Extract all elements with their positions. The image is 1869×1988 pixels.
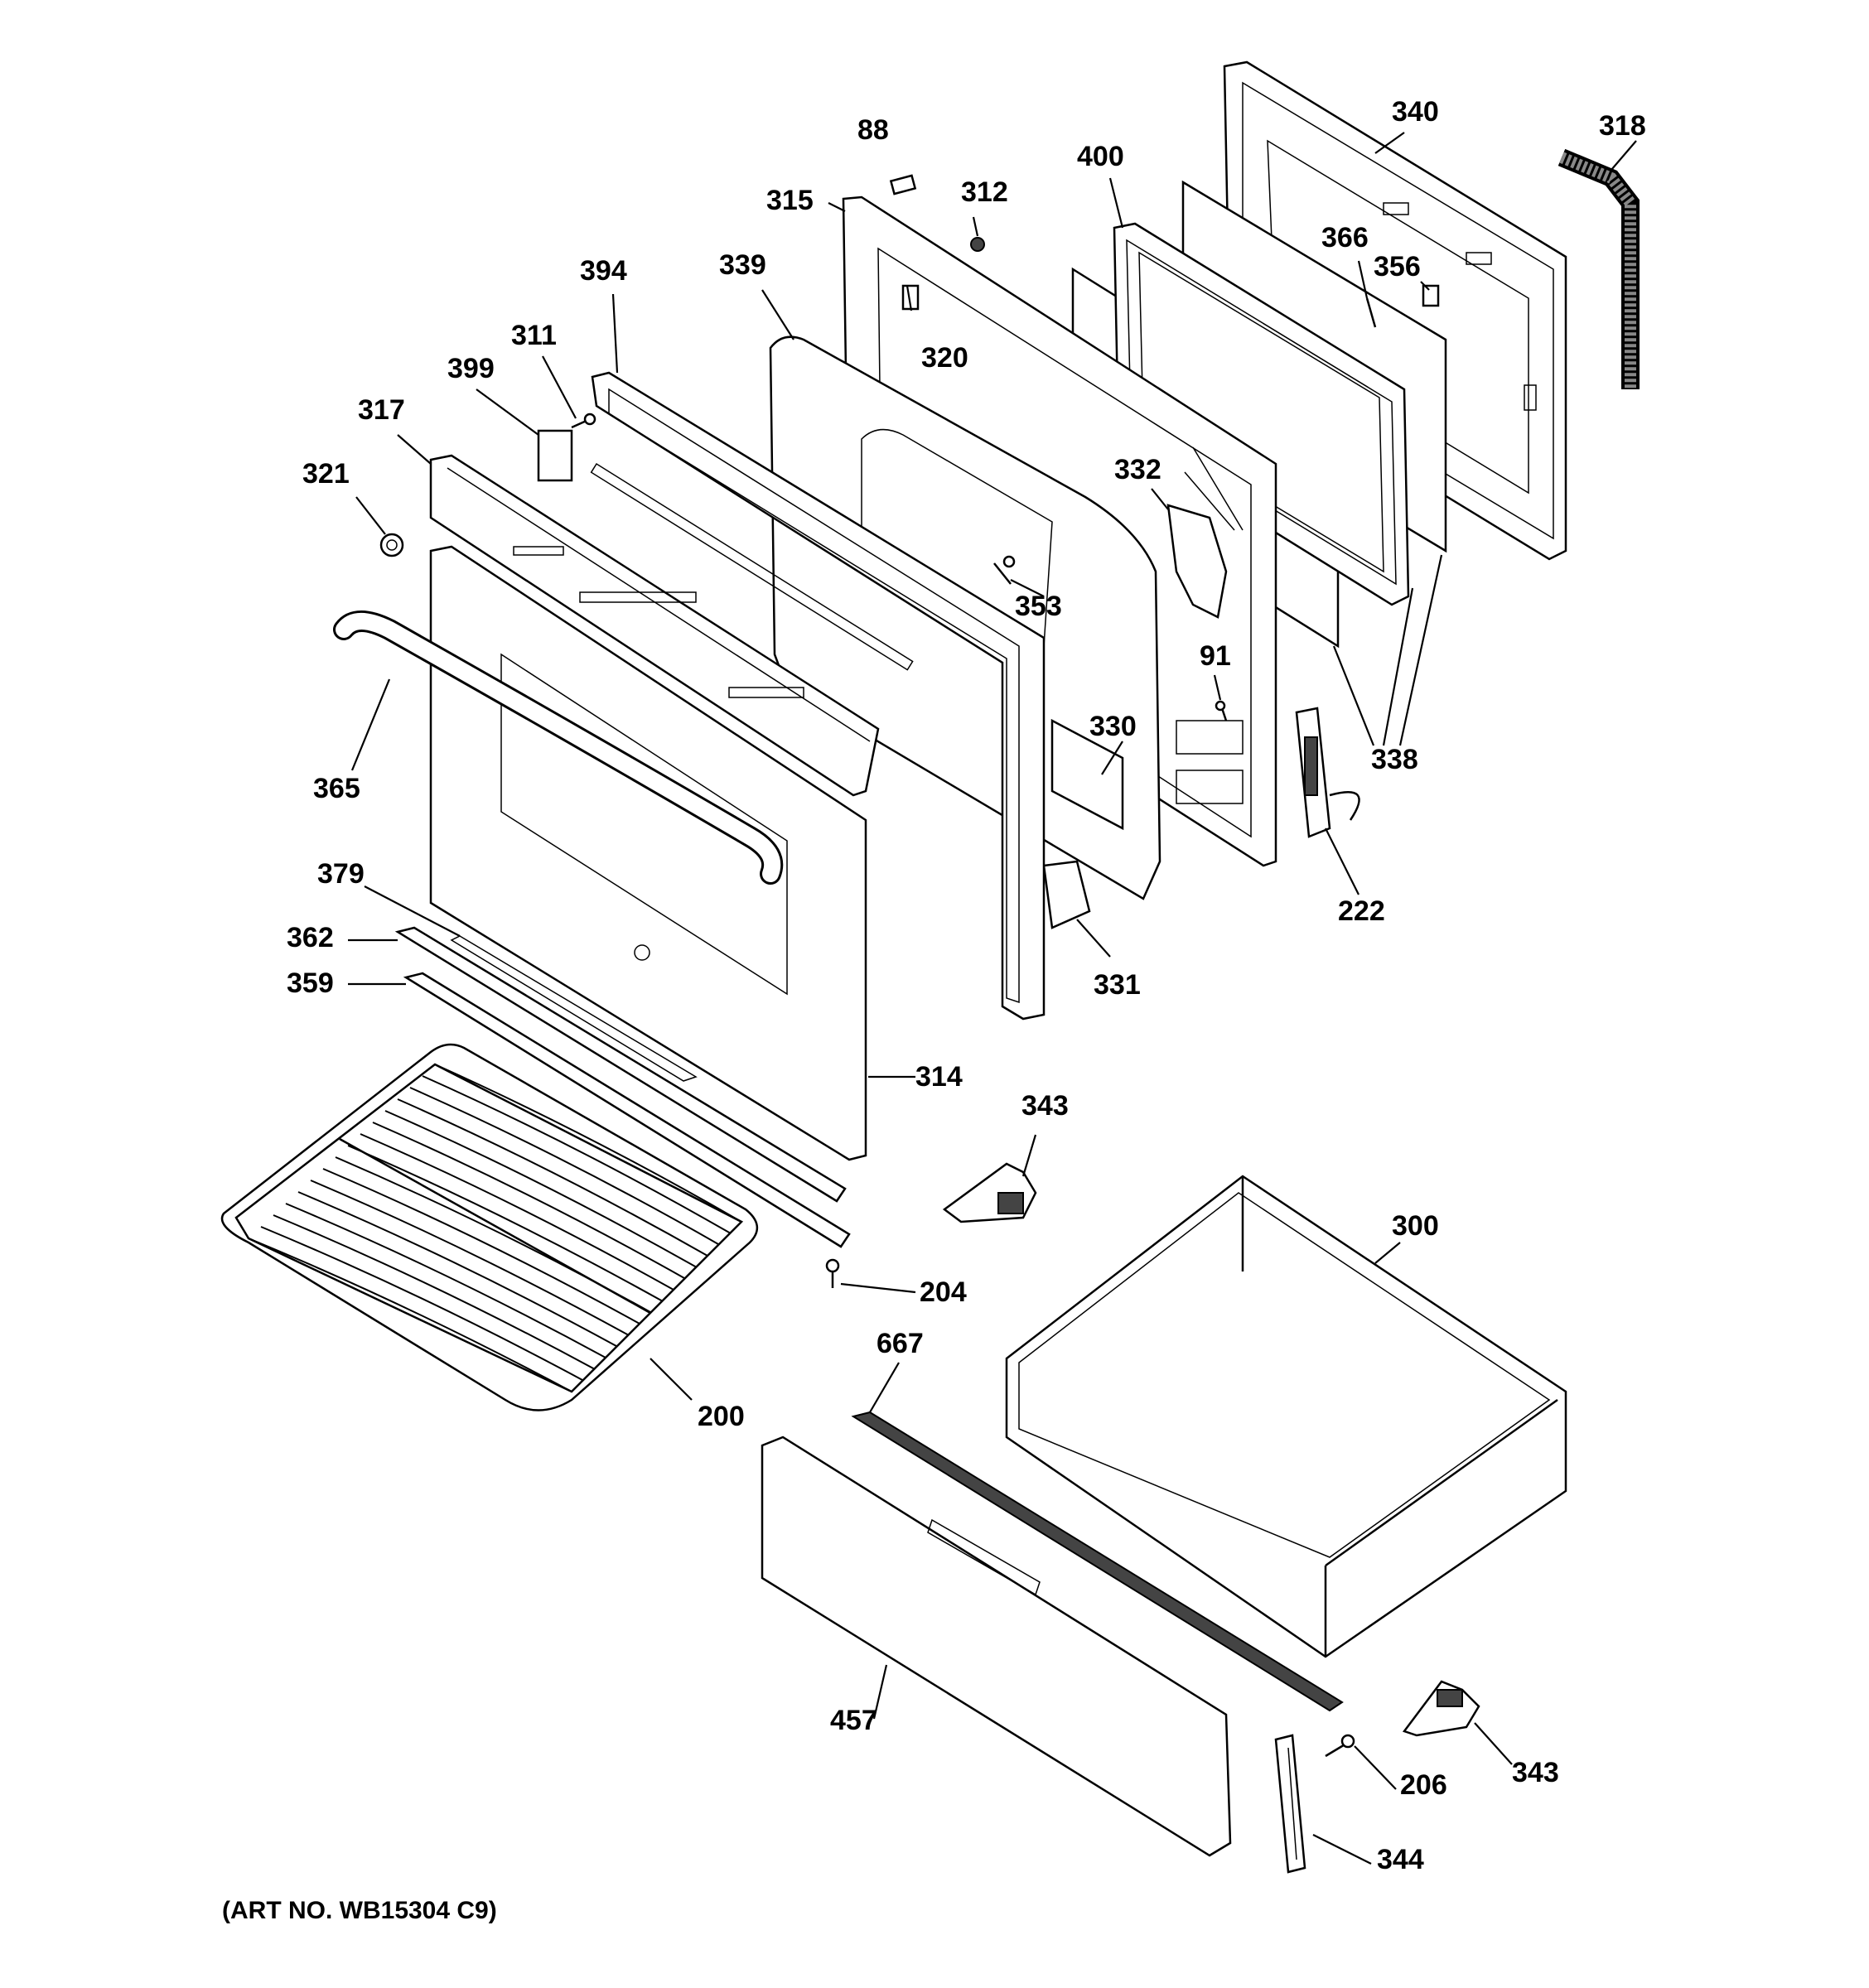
part-91-screw	[1215, 700, 1228, 721]
rack-wire	[297, 1191, 618, 1348]
rack-wire	[409, 1087, 720, 1246]
rack-wire	[397, 1098, 708, 1257]
callout-200: 200	[698, 1401, 745, 1432]
rack-wires	[248, 1064, 742, 1392]
callout-356: 356	[1374, 251, 1421, 282]
callout-359: 359	[287, 967, 334, 999]
callout-206: 206	[1400, 1769, 1447, 1801]
rack-wire	[273, 1214, 595, 1370]
rack-wire	[322, 1168, 640, 1325]
callout-222: 222	[1338, 895, 1385, 927]
callout-314: 314	[915, 1061, 963, 1093]
part-362-trim-strip	[394, 926, 847, 1203]
callout-311: 311	[511, 320, 557, 351]
part-365-handle	[333, 610, 784, 885]
callout-366: 366	[1321, 222, 1369, 253]
part-312-nut	[970, 237, 985, 252]
part-332-insulation	[1166, 504, 1228, 619]
rack-wire	[372, 1122, 686, 1280]
callout-315: 315	[766, 185, 814, 216]
rack-wire	[310, 1180, 629, 1336]
callout-667: 667	[877, 1328, 924, 1359]
part-311-screw	[571, 413, 596, 429]
callout-320: 320	[921, 342, 968, 374]
callout-343-upper: 343	[1021, 1090, 1069, 1122]
part-317-vent-trim	[429, 454, 880, 797]
part-222-hinge	[1295, 707, 1360, 838]
callout-339: 339	[719, 249, 766, 281]
part-344-rail	[1274, 1734, 1306, 1874]
callout-88: 88	[857, 114, 889, 146]
part-343-slide-bracket-upper	[942, 1162, 1037, 1223]
callout-318: 318	[1599, 110, 1646, 142]
callout-331: 331	[1094, 969, 1141, 1001]
rack-wire	[285, 1203, 606, 1358]
rack-wire	[434, 1064, 742, 1223]
callout-362: 362	[287, 922, 334, 953]
callout-400: 400	[1077, 141, 1124, 172]
part-366-screw	[1365, 297, 1377, 328]
callout-338: 338	[1371, 744, 1418, 775]
part-667-seal-strip	[851, 1411, 1344, 1712]
part-300-drawer	[1005, 1175, 1567, 1658]
callout-312: 312	[961, 176, 1008, 208]
rack-wire	[384, 1110, 697, 1268]
rack-wire	[335, 1156, 652, 1314]
rack-wire	[260, 1226, 584, 1382]
callout-204: 204	[920, 1276, 967, 1308]
part-343-slide-bracket-lower	[1402, 1680, 1480, 1737]
callout-91: 91	[1200, 640, 1231, 672]
callout-394: 394	[580, 255, 627, 287]
callout-343-lower: 343	[1512, 1757, 1559, 1788]
callout-321: 321	[302, 458, 350, 490]
rack-wire	[422, 1075, 731, 1234]
part-314-door-glass	[429, 545, 867, 1161]
callout-399: 399	[447, 353, 495, 384]
leader-lines	[348, 132, 1637, 1865]
rack-wire	[347, 1145, 663, 1302]
part-353-screw	[993, 555, 1016, 585]
callout-330: 330	[1089, 711, 1137, 742]
callout-353: 353	[1015, 591, 1062, 622]
part-399-bracket	[537, 429, 914, 671]
part-359-trim-strip	[403, 972, 851, 1248]
part-88-label	[889, 174, 917, 195]
rack-wire	[360, 1133, 674, 1291]
part-457-drawer-front	[761, 1436, 1232, 1857]
callout-457: 457	[830, 1705, 877, 1736]
callout-365: 365	[313, 773, 360, 804]
part-331-block	[1042, 860, 1091, 929]
part-321-bushing	[379, 533, 404, 557]
rack-wire	[248, 1238, 572, 1392]
callout-344: 344	[1377, 1844, 1424, 1875]
callout-300: 300	[1392, 1210, 1439, 1242]
callout-317: 317	[358, 394, 405, 426]
part-356-clip	[1422, 284, 1440, 307]
part-206-screw	[1325, 1734, 1355, 1758]
part-394-frame-panel	[591, 371, 1046, 1021]
art-number: (ART NO. WB15304 C9)	[222, 1897, 497, 1924]
callout-332: 332	[1114, 454, 1161, 485]
callout-340: 340	[1392, 96, 1439, 128]
callout-379: 379	[317, 858, 365, 890]
part-204-screw	[825, 1258, 840, 1288]
part-318-gasket	[1558, 148, 1640, 389]
